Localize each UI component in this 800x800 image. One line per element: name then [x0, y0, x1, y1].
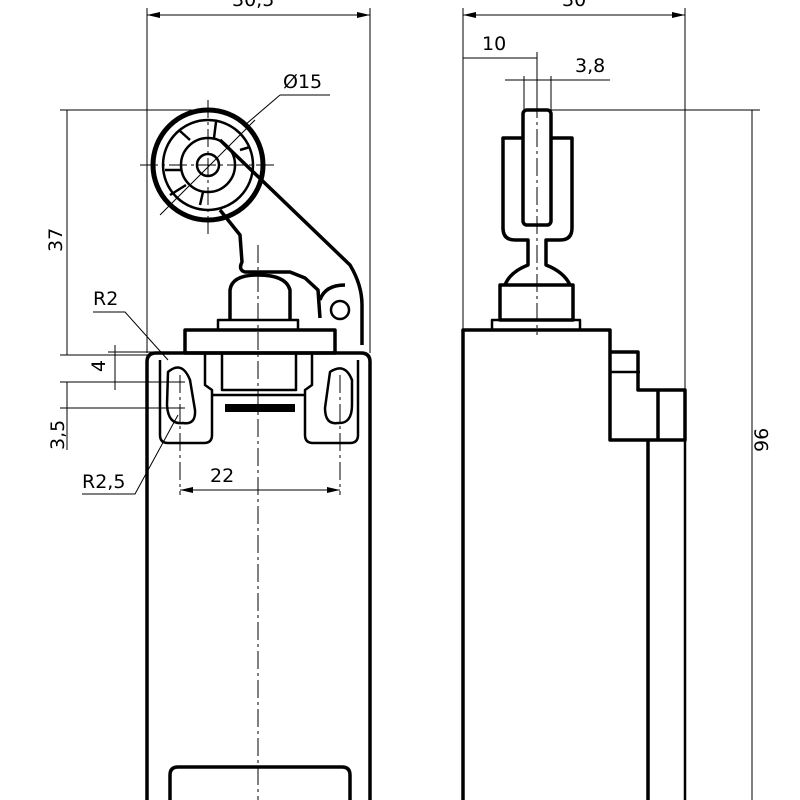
roller-offset-label: 10: [482, 33, 506, 55]
lever-arm: [218, 138, 364, 345]
pivot-pin: [329, 299, 351, 321]
roller: [150, 107, 266, 223]
front-width-label: 30,5: [232, 0, 274, 11]
front-view: 30,5 Ø15: [45, 0, 372, 800]
slot-offset2-label: 3,5: [47, 420, 69, 450]
roller-width-label: 3,8: [575, 55, 605, 77]
roller-side: [521, 108, 553, 227]
total-height-label: 96: [751, 428, 773, 452]
side-view: 30 10 3,8 96: [461, 0, 773, 800]
side-width-label: 30: [562, 0, 586, 11]
slot-offset-label: 4: [88, 360, 110, 372]
mounting-spacing-label: 22: [210, 465, 234, 487]
front-body: [145, 351, 372, 800]
roller-diameter-label: Ø15: [283, 71, 322, 93]
lever-height-label: 37: [45, 228, 67, 252]
radius-top-label: R2: [93, 288, 118, 310]
radius-bottom-label: R2,5: [82, 471, 125, 493]
side-body: [461, 328, 687, 800]
